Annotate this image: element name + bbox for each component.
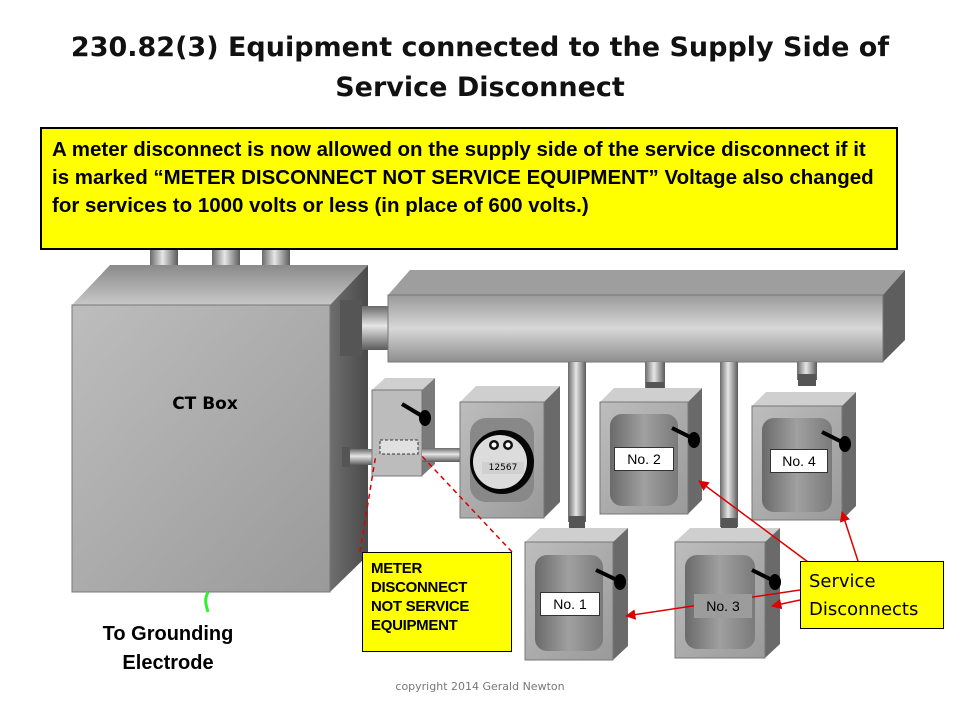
grounding-label-line-1: To Grounding	[102, 623, 234, 645]
grounding-electrode-label: To Grounding Electrode	[68, 620, 268, 678]
disconnect-no3	[674, 528, 781, 659]
meter-note-pointers	[359, 453, 513, 553]
meter-nipple	[422, 448, 462, 462]
title-line-1: 230.82(3) Equipment connected to the Sup…	[70, 32, 890, 63]
rule-callout: A meter disconnect is now allowed on the…	[40, 127, 898, 250]
wireway-trough	[387, 270, 905, 363]
copyright-footer: copyright 2014 Gerald Newton	[395, 680, 565, 693]
meter-note-line: EQUIPMENT	[371, 617, 458, 634]
ct-nipple	[346, 449, 374, 465]
meter-note-line: DISCONNECT	[371, 579, 468, 596]
ct-box	[71, 265, 368, 593]
service-disconnects-note: Service Disconnects	[800, 561, 944, 629]
meter-reading: 12567	[482, 462, 524, 474]
ground-wire	[204, 591, 210, 613]
service-note-line: Disconnects	[809, 599, 919, 620]
slide-title: 230.82(3) Equipment connected to the Sup…	[40, 28, 920, 108]
title-line-2: Service Disconnect	[335, 72, 625, 103]
meter-disconnect-note: METER DISCONNECT NOT SERVICE EQUIPMENT	[362, 552, 512, 652]
meter-enclosure	[459, 386, 560, 519]
disconnect-label-no4: No. 4	[770, 449, 828, 473]
ct-box-label: CT Box	[172, 394, 238, 414]
disconnect-label-no1: No. 1	[540, 592, 600, 616]
ct-to-trough-conduit	[340, 300, 390, 356]
service-note-line: Service	[809, 571, 876, 592]
grounding-label-line-2: Electrode	[122, 652, 214, 674]
meter-note-line: NOT SERVICE	[371, 598, 470, 615]
disconnect-label-no2: No. 2	[614, 447, 674, 471]
meter-note-line: METER	[371, 560, 423, 577]
disconnect-label-no3: No. 3	[694, 594, 752, 618]
